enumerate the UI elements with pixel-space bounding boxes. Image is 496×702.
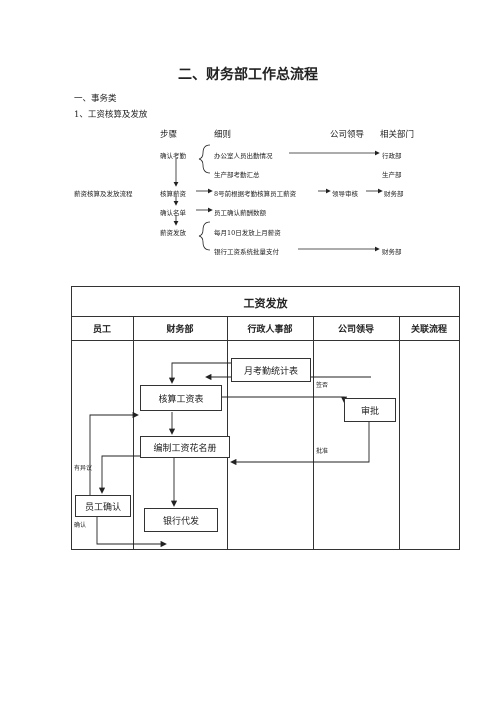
col-related: 关联流程 xyxy=(410,325,447,335)
step-calc-salary: 核算薪资 xyxy=(160,190,186,198)
box-payroll-roster: 编制工资花名册 xyxy=(140,436,230,458)
label-confirmed: 确认 xyxy=(74,522,87,529)
box-attendance-sheet: 月考勤统计表 xyxy=(231,358,311,382)
col-hr-admin: 行政人事部 xyxy=(247,325,293,335)
box-calc-payroll: 核算工资表 xyxy=(140,385,222,411)
detail-production-attendance: 生产部考勤汇总 xyxy=(214,171,260,179)
detail-employee-confirm: 员工确认薪酬数额 xyxy=(214,209,266,217)
header-dept: 相关部门 xyxy=(380,130,415,140)
dept-admin: 行政部 xyxy=(382,152,402,160)
leader-review: 领导审核 xyxy=(332,190,358,198)
header-step: 步骤 xyxy=(160,130,178,140)
flowchart-title: 工资发放 xyxy=(243,297,288,310)
detail-calc-salary: 8号前根据考勤核算员工薪资 xyxy=(214,190,297,198)
step-pay-salary: 薪资发放 xyxy=(160,229,186,237)
step-confirm-attendance: 确认考勤 xyxy=(160,152,186,160)
box-employee-confirm: 员工确认 xyxy=(75,495,131,517)
box-approval: 审批 xyxy=(344,398,396,422)
section-heading: 一、事务类 xyxy=(74,94,117,104)
step-confirm-list: 确认名单 xyxy=(160,209,186,217)
header-detail: 细则 xyxy=(214,130,232,140)
col-leadership: 公司领导 xyxy=(337,325,374,335)
detail-office-attendance: 办公室人员出勤情况 xyxy=(214,152,273,160)
detail-pay-date: 每月10日发放上月薪资 xyxy=(214,229,281,237)
col-employee: 员工 xyxy=(92,325,111,335)
box-bank-payment: 银行代发 xyxy=(144,508,218,532)
header-leader: 公司领导 xyxy=(330,130,365,140)
dept-finance-2: 财务部 xyxy=(382,248,402,256)
col-finance: 财务部 xyxy=(166,325,194,335)
dept-production: 生产部 xyxy=(382,171,402,179)
page-title: 二、财务部工作总流程 xyxy=(178,67,318,83)
dept-finance: 财务部 xyxy=(384,190,404,198)
label-approved: 批准 xyxy=(316,448,329,455)
detail-bank-batch: 银行工资系统批量支付 xyxy=(214,248,279,256)
process-name: 薪资核算及发放流程 xyxy=(74,190,133,198)
subsection-heading: 1、工资核算及发放 xyxy=(74,110,148,120)
label-sign: 签否 xyxy=(316,382,329,389)
label-objection: 有异议 xyxy=(74,465,93,472)
